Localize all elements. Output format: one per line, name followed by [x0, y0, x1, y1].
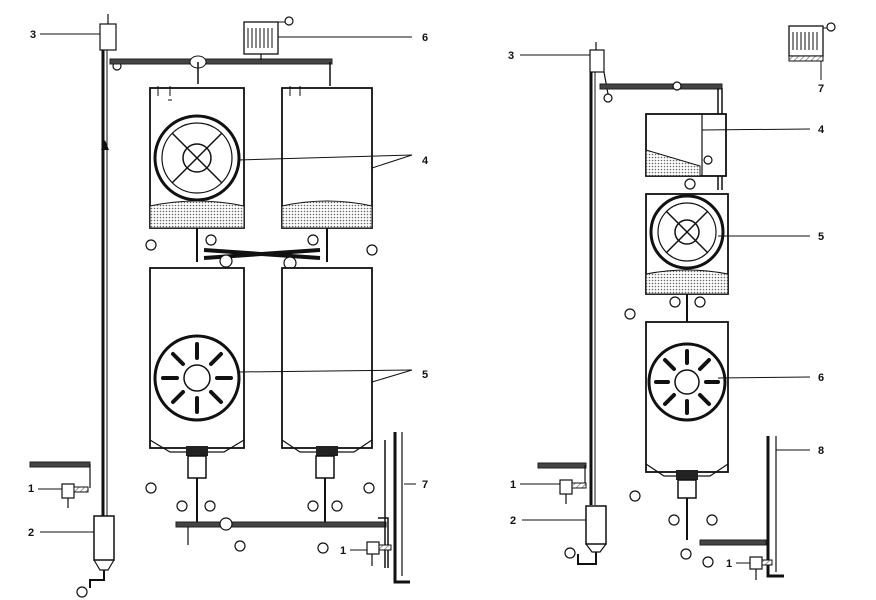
label-left-2: 2 — [28, 527, 34, 539]
right-riser-pipe — [589, 52, 596, 505]
left-separator-1b — [366, 541, 392, 566]
right-collector-2 — [564, 505, 607, 565]
right-separator-1a — [537, 462, 587, 504]
label-right-8: 8 — [818, 445, 824, 457]
right-diagram: 3 7 4 5 6 8 1 2 1 — [508, 22, 836, 580]
right-vertical-duct-8 — [766, 436, 784, 578]
left-lower-tank-b — [281, 267, 373, 456]
label-right-1a: 1 — [510, 479, 516, 491]
label-left-6: 6 — [422, 32, 428, 44]
left-separator-1a — [29, 461, 91, 508]
label-right-7: 7 — [818, 83, 824, 95]
left-riser-pipe — [101, 30, 109, 520]
right-filter-unit-7 — [788, 22, 836, 62]
left-bottom-header-pipe — [175, 517, 387, 554]
label-right-6: 6 — [818, 372, 824, 384]
right-bottom-pipe — [699, 539, 767, 568]
label-right-3: 3 — [508, 50, 514, 62]
left-filter-unit-6 — [243, 16, 294, 60]
right-hopper-tank-4 — [645, 113, 727, 190]
label-right-1b: 1 — [726, 558, 732, 570]
right-separator-3 — [589, 42, 613, 103]
label-left-1a: 1 — [28, 483, 34, 495]
left-labels: 3 6 4 5 1 2 7 1 — [28, 29, 429, 557]
left-collector-2 — [76, 515, 115, 598]
left-diagram: 3 6 4 5 1 2 7 1 — [28, 14, 429, 598]
label-left-7: 7 — [422, 479, 428, 491]
left-upper-tank-a — [149, 86, 245, 229]
left-bottom-units — [145, 455, 375, 522]
label-left-1b: 1 — [340, 545, 346, 557]
left-crossover-pipes — [145, 228, 378, 270]
right-mid-tank-5 — [624, 193, 729, 322]
label-left-5: 5 — [422, 369, 428, 381]
label-right-5: 5 — [818, 231, 824, 243]
label-left-3: 3 — [30, 29, 36, 41]
label-right-2: 2 — [510, 515, 516, 527]
label-left-4: 4 — [422, 155, 429, 167]
right-lower-tank-6 — [629, 321, 729, 560]
left-top-header-pipe — [109, 55, 333, 86]
label-right-4: 4 — [818, 124, 825, 136]
left-lower-tank-a — [149, 267, 245, 456]
right-labels: 3 7 4 5 6 8 1 2 1 — [508, 50, 825, 570]
right-separator-1b — [749, 556, 773, 580]
left-separator-3 — [99, 14, 122, 71]
left-vertical-duct-7 — [378, 432, 410, 584]
